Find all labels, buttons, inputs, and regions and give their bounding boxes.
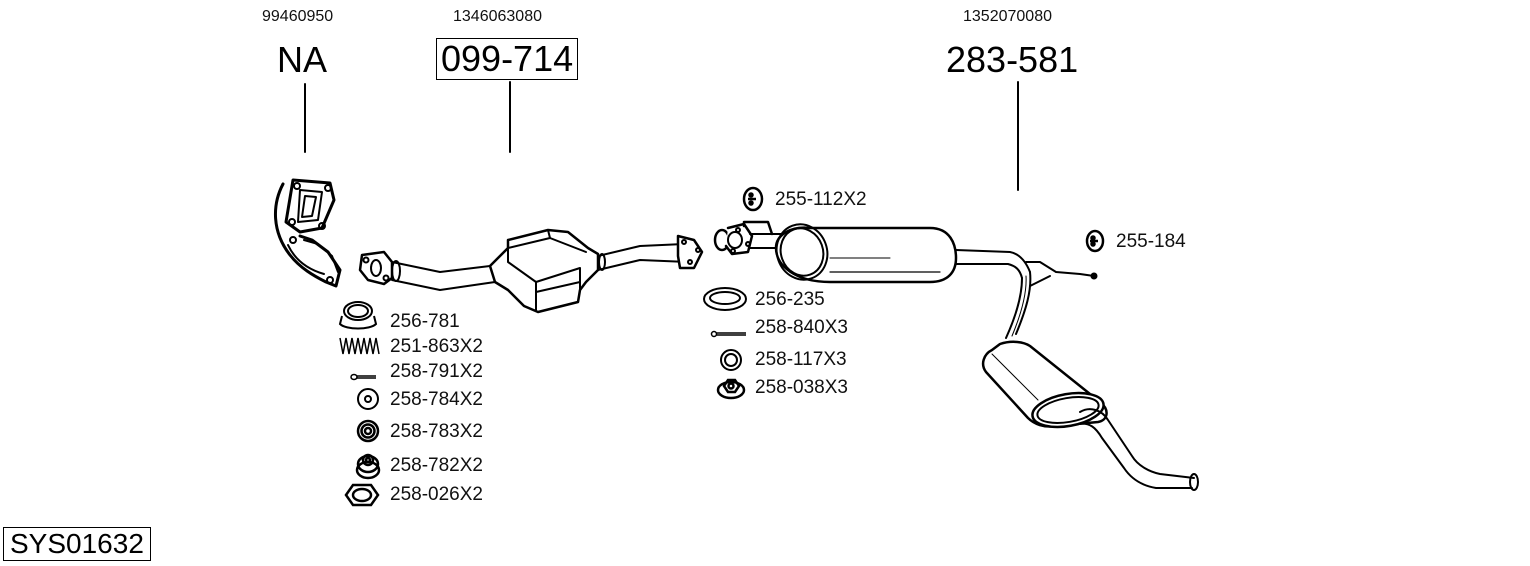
spring-stack-icon xyxy=(355,453,381,480)
bolt-icon xyxy=(350,373,376,381)
gasket-cone-icon xyxy=(338,301,378,330)
long-bolt-icon xyxy=(710,330,746,338)
exhaust-manifold-drawing xyxy=(273,178,342,288)
silencer-drawing xyxy=(713,220,1199,491)
spring-washer-icon xyxy=(356,419,380,443)
part-number-manifold[interactable]: NA xyxy=(277,39,328,80)
rubber-mount-icon xyxy=(742,186,764,212)
part-number-catalytic-converter[interactable]: 099-714 xyxy=(436,38,579,80)
oem-number-manifold: 99460950 xyxy=(262,8,334,25)
washer-icon xyxy=(720,349,742,371)
oem-number-silencer: 1352070080 xyxy=(963,8,1052,25)
rubber-mount-icon xyxy=(1085,229,1105,253)
part-number-silencer[interactable]: 283-581 xyxy=(946,39,1079,80)
ring-gasket-icon xyxy=(703,287,747,311)
hex-nut-icon xyxy=(344,483,380,507)
system-id-label: SYS01632 xyxy=(3,527,151,561)
oem-number-catalytic-converter: 1346063080 xyxy=(453,8,542,25)
catalytic-converter-drawing xyxy=(358,228,704,314)
flange-nut-icon xyxy=(716,378,746,400)
washer-icon xyxy=(357,388,379,410)
spring-icon xyxy=(339,337,380,355)
